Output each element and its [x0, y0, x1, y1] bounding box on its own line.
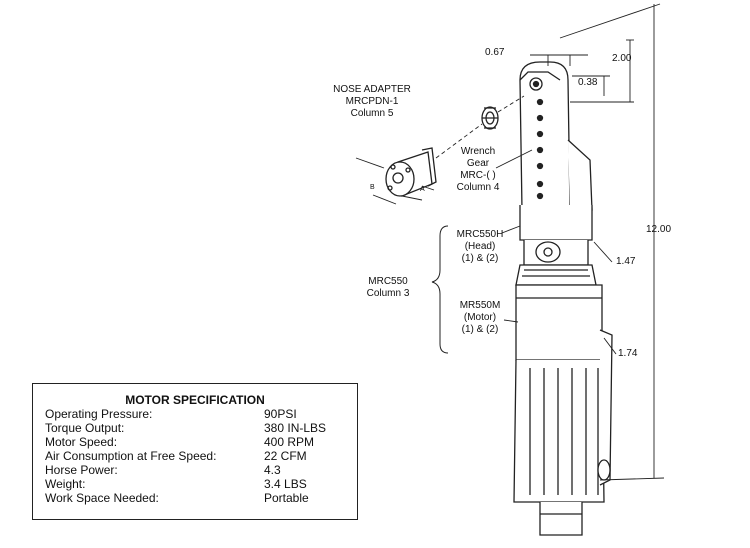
spec-row: Torque Output: 380 IN-LBS — [45, 421, 326, 435]
spec-value: 380 IN-LBS — [264, 421, 327, 435]
spec-row: Weight: 3.4 LBS — [45, 477, 326, 491]
dimension-1-74: 1.74 — [618, 348, 638, 359]
motor-body — [513, 284, 613, 536]
spec-row: Operating Pressure: 90PSI — [45, 407, 326, 421]
head-housing — [515, 205, 597, 286]
spec-value: 4.3 — [264, 463, 281, 477]
spec-label: Torque Output: — [45, 421, 125, 435]
dimension-lines — [530, 3, 665, 481]
spec-label: Motor Speed: — [45, 435, 118, 449]
spec-title: MOTOR SPECIFICATION — [125, 393, 265, 407]
dimension-2-00: 2.00 — [612, 53, 632, 64]
spec-value: 22 CFM — [264, 449, 307, 463]
head-label: MRC550H (Head) (1) & (2) — [456, 229, 504, 264]
wrench-gear — [481, 106, 499, 130]
wrench-gear-label: Wrench Gear MRC-( ) Column 4 — [456, 146, 500, 193]
adapter-dim-a: A — [420, 186, 425, 193]
spec-row: Horse Power: 4.3 — [45, 463, 326, 477]
motor-spec-box: MOTOR SPECIFICATION Operating Pressure: 9… — [32, 383, 358, 520]
dimension-12-00: 12.00 — [646, 224, 672, 235]
crowfoot-head — [519, 61, 593, 211]
assembly-label: MRC550 Column 3 — [366, 276, 410, 299]
spec-value: 400 RPM — [264, 435, 315, 449]
spec-label: Horse Power: — [45, 463, 118, 477]
spec-label: Operating Pressure: — [45, 407, 153, 421]
dimension-1-47: 1.47 — [616, 256, 636, 267]
dimension-0-38: 0.38 — [578, 77, 598, 88]
spec-value: 3.4 LBS — [264, 477, 307, 491]
dimension-0-67: 0.67 — [485, 47, 505, 58]
spec-value: Portable — [264, 491, 309, 505]
spec-label: Weight: — [45, 477, 86, 491]
spec-table: Operating Pressure: 90PSI Torque Output: 3… — [45, 407, 326, 505]
nose-adapter — [355, 147, 437, 205]
spec-row: Work Space Needed: Portable — [45, 491, 326, 505]
nose-adapter-label: NOSE ADAPTER MRCPDN-1 Column 5 — [333, 84, 411, 119]
spec-label: Air Consumption at Free Speed: — [45, 449, 217, 463]
adapter-dim-b: B — [370, 184, 375, 191]
spec-row: Air Consumption at Free Speed: 22 CFM — [45, 449, 326, 463]
spec-value: 90PSI — [264, 407, 297, 421]
motor-label: MR550M (Motor) (1) & (2) — [459, 300, 501, 335]
spec-row: Motor Speed: 400 RPM — [45, 435, 326, 449]
spec-label: Work Space Needed: — [45, 491, 159, 505]
